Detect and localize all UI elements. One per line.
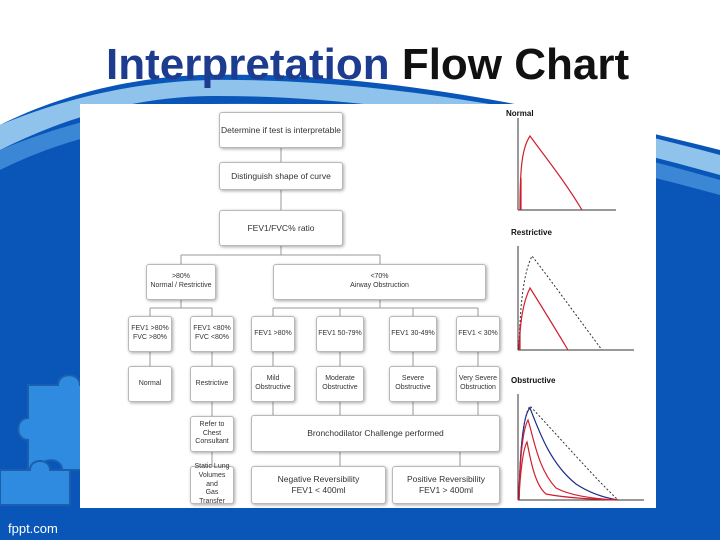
graphs-panel: Normal Restrictive Obstructive	[506, 104, 656, 508]
node-mild: Mild Obstructive	[251, 366, 295, 402]
graph-normal	[517, 118, 616, 211]
footer-brand: fppt.com	[8, 521, 58, 536]
title-interpretation: Interpretation	[106, 40, 390, 89]
node-ratio: FEV1/FVC% ratio	[219, 210, 343, 246]
node-lt70: <70% Airway Obstruction	[273, 264, 486, 300]
title-flow-chart: Flow Chart	[401, 40, 630, 89]
node-positive-reversibility: Positive Reversibility FEV1 > 400ml	[392, 466, 500, 504]
node-negative-reversibility: Negative Reversibility FEV1 < 400ml	[251, 466, 386, 504]
graph-label-restrictive: Restrictive	[511, 228, 552, 237]
node-very-severe: Very Severe Obstruction	[456, 366, 500, 402]
node-refer-consultant: Refer to Chest Consultant	[190, 416, 234, 452]
node-distinguish: Distinguish shape of curve	[219, 162, 343, 190]
node-obstruction-condition-3: FEV1 30-49%	[389, 316, 437, 352]
node-normal: Normal	[128, 366, 172, 402]
node-restrictive: Restrictive	[190, 366, 234, 402]
node-normal-condition: FEV1 >80% FVC >80%	[128, 316, 172, 352]
node-obstruction-condition-1: FEV1 >80%	[251, 316, 295, 352]
graph-label-obstructive: Obstructive	[511, 376, 556, 385]
node-gt80: >80% Normal / Restrictive	[146, 264, 216, 300]
graph-label-normal: Normal	[506, 109, 534, 118]
graph-restrictive	[517, 246, 634, 351]
node-determine: Determine if test is interpretable	[219, 112, 343, 148]
graph-obstructive	[517, 394, 644, 501]
slide-title: Interpretation Flow Chart	[106, 40, 629, 90]
node-obstruction-condition-4: FEV1 < 30%	[456, 316, 500, 352]
connector-lines	[149, 148, 479, 466]
node-static-lung: Static Lung Volumes and Gas Transfer	[190, 463, 234, 505]
node-moderate: Moderate Obstructive	[316, 366, 364, 402]
node-obstruction-condition-2: FEV1 50-79%	[316, 316, 364, 352]
node-severe: Severe Obstructive	[389, 366, 437, 402]
node-bronchodilator: Bronchodilator Challenge performed	[251, 415, 500, 452]
node-restrictive-condition: FEV1 <80% FVC <80%	[190, 316, 234, 352]
